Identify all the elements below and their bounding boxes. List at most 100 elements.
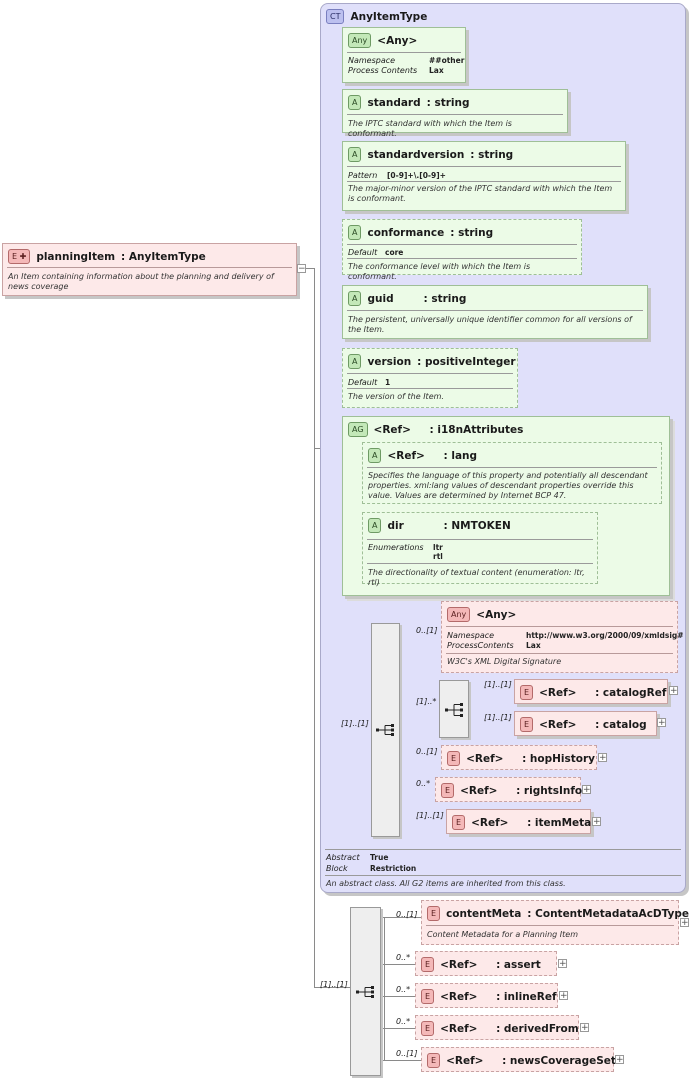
attribute-name: standard [367,96,421,109]
element-name: : catalogRef [595,686,667,699]
element-ref: <Ref> [440,990,478,1003]
attribute-icon: A [348,95,362,110]
attribute-type: : string [470,148,514,161]
default-label: Default [348,248,378,257]
element-icon: E [452,815,466,830]
separator [347,114,563,115]
element-catalog[interactable]: E <Ref> : catalog [514,711,657,736]
outer-sequence-compositor[interactable] [350,907,381,1076]
attribute-name: conformance [367,226,445,239]
namespace-value: ##other [429,56,465,65]
attribute-doc: The major-minor version of the IPTC stan… [348,184,613,203]
cardinality: 0..[1] [396,1049,418,1058]
complex-type-doc: An abstract class. All G2 items are inhe… [326,879,566,888]
expand-toggle[interactable]: + [582,785,591,795]
default-label: Default [348,378,378,387]
attribute-guid: A guid : string The persistent, universa… [342,285,648,339]
separator [347,373,513,374]
pattern-label: Pattern [348,171,378,180]
process-contents-value: Lax [526,641,541,650]
attribute-icon: A [348,291,362,306]
element-name: : catalog [595,718,647,731]
root-element-doc: An Item containing information about the… [8,272,274,291]
separator [347,166,621,167]
element-icon: E [520,717,534,732]
attribute-ref: <Ref> [387,449,425,462]
expand-toggle[interactable]: + [657,718,666,728]
cardinality: 0..* [416,779,431,788]
element-name: : newsCoverageSet [502,1054,616,1067]
inner-sequence-compositor[interactable] [371,623,400,837]
namespace-value: http://www.w3.org/2000/09/xmldsig# [526,631,684,640]
attribute-icon: A [368,518,382,533]
attribute-doc: Specifies the language of this property … [368,471,648,500]
element-ref: <Ref> [460,784,498,797]
separator [347,388,513,389]
element-icon: E [520,685,534,700]
element-rightsinfo[interactable]: E <Ref> : rightsInfo [435,777,583,802]
root-element-planning-item[interactable]: E ✚ planningItem : AnyItemType An Item c… [2,243,297,296]
element-ref: <Ref> [539,718,577,731]
attribute-doc: The conformance level with which the Ite… [348,262,531,281]
expand-toggle[interactable]: + [559,991,568,1001]
attribute-group-name: : i18nAttributes [429,423,524,436]
expand-toggle[interactable]: + [680,918,689,928]
cardinality: 0..* [396,1017,411,1026]
element-itemmeta[interactable]: E <Ref> : itemMeta [446,809,591,834]
any-element-box: Any <Any> Namespace http://www.w3.org/20… [441,601,684,673]
cardinality: 0..[1] [396,910,418,919]
collapse-toggle[interactable]: − [297,264,306,274]
cardinality: [1]..[1] [484,680,512,689]
element-assert[interactable]: E <Ref> : assert [415,951,557,976]
element-contentmeta[interactable]: E contentMeta : ContentMetadataAcDType C… [421,900,689,945]
root-element-name: planningItem [36,250,116,263]
element-icon: E [421,957,435,972]
expand-toggle[interactable]: + [669,686,678,696]
any-attribute-box: Any <Any> Namespace ##other Process Cont… [342,27,466,83]
element-name: : itemMeta [527,816,592,829]
complex-type-icon: CT [326,9,345,24]
element-hophistory[interactable]: E <Ref> : hopHistory [441,745,597,770]
expand-toggle[interactable]: + [558,959,567,969]
element-catalogref[interactable]: E <Ref> : catalogRef [514,679,668,704]
element-inlineref[interactable]: E <Ref> : inlineRef [415,983,558,1008]
element-icon: E [447,751,461,766]
expand-toggle[interactable]: + [615,1055,624,1065]
element-ref: <Ref> [440,1022,478,1035]
sequence-icon [356,986,374,998]
separator [426,925,674,926]
enum-value-rtl: rtl [433,552,443,561]
attribute-type: : NMTOKEN [443,519,511,532]
element-ref: <Ref> [471,816,509,829]
expand-toggle[interactable]: + [580,1023,589,1033]
namespace-label: Namespace [447,631,495,640]
element-name: : rightsInfo [516,784,583,797]
attribute-doc: The persistent, universally unique ident… [348,315,632,334]
default-value: 1 [385,378,391,387]
element-name: : assert [496,958,541,971]
attribute-doc: The IPTC standard with which the Item is… [348,119,512,138]
element-newscoverageset[interactable]: E <Ref> : newsCoverageSet [421,1047,616,1072]
attribute-doc: The version of the Item. [348,392,444,401]
any-element-doc: W3C's XML Digital Signature [447,657,562,666]
choice-icon [445,703,463,717]
attribute-name: guid [367,292,394,305]
attribute-standard: A standard : string The IPTC standard wi… [342,89,568,138]
choice-compositor[interactable] [439,680,469,738]
cardinality: [1]..[1] [484,713,512,722]
element-derivedfrom[interactable]: E <Ref> : derivedFrom [415,1015,579,1040]
ct-separator [325,849,681,850]
attribute-type: : string [450,226,494,239]
root-element-type: : AnyItemType [121,250,206,263]
separator [367,563,593,564]
separator [347,258,577,259]
attribute-name: version [367,355,412,368]
element-ref: <Ref> [466,752,504,765]
attribute-type: : string [423,292,467,305]
expand-toggle[interactable]: + [592,817,601,827]
enum-value-ltr: ltr [433,543,443,552]
separator [367,539,593,540]
complex-type-header: CT AnyItemType [326,9,427,24]
element-name: : inlineRef [496,990,557,1003]
expand-toggle[interactable]: + [598,753,607,763]
